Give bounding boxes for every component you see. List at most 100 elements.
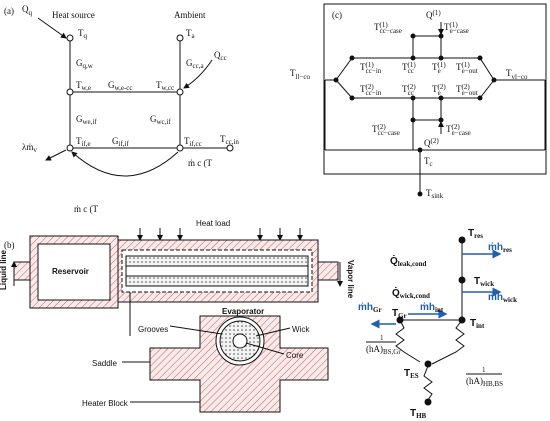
resistor-bs-gr bbox=[395, 319, 421, 363]
core-leader bbox=[245, 342, 285, 355]
label-gcca: Gcc,a bbox=[186, 58, 204, 70]
reservoir-inner bbox=[37, 243, 111, 301]
vapor-line-pipe bbox=[317, 261, 339, 281]
node-tvl-co bbox=[491, 77, 497, 83]
label-tccin: Tcc,in bbox=[220, 134, 239, 146]
label-tres: Tres bbox=[468, 228, 483, 240]
evaporator-core bbox=[125, 265, 309, 277]
label-tvl-co: Tvl−co bbox=[506, 68, 528, 81]
label-mh-gr: ṁhGr bbox=[358, 302, 382, 314]
reservoir-label: Reservoir bbox=[52, 267, 89, 276]
label-hA-hb-bs-num: 1 bbox=[482, 366, 486, 374]
node-te-out2 bbox=[477, 95, 483, 101]
label-q2: Q(2) bbox=[424, 137, 439, 148]
node-tq bbox=[66, 34, 74, 42]
label-mh-int: ṁhint bbox=[420, 302, 444, 314]
panel-a-label: (a) bbox=[4, 6, 14, 16]
node-tcc1 bbox=[410, 55, 416, 61]
heat-load-label: Heat load bbox=[196, 219, 230, 228]
heat-source-title: Heat source bbox=[52, 10, 95, 20]
node-tc bbox=[417, 147, 423, 153]
liquid-line-pipe bbox=[13, 261, 31, 281]
panel-c: (c) Q(1) T(1)cc−case T( bbox=[290, 3, 547, 200]
panel-b: (b) Heat load Reservoir Liquid line Vapo… bbox=[0, 219, 355, 413]
label-hA-hb-bs-den: (hA)HB,BS bbox=[466, 376, 503, 388]
label-q1: Q(1) bbox=[426, 9, 441, 20]
label-q-wick: Q̇wick,cond bbox=[392, 287, 430, 300]
label-tcc1: T(1)cc bbox=[402, 61, 416, 75]
label-tsink: Tsink bbox=[426, 188, 444, 200]
label-tes: TES bbox=[404, 368, 419, 380]
label-te-case1: T(1)e−case bbox=[444, 21, 469, 35]
evaporator-label: Evaporator bbox=[222, 307, 264, 316]
vapor-line-label: Vapor line bbox=[346, 260, 355, 299]
label-qcc: Qcc bbox=[214, 50, 227, 62]
label-mh-res: ṁhres bbox=[488, 242, 512, 254]
node-tcc-in1 bbox=[349, 55, 355, 61]
label-gweif: Gwe,if bbox=[76, 114, 97, 126]
panel-b-network: Tres ṁhres Q̇leak,cond Twick Q̇wick,cond… bbox=[358, 228, 517, 420]
heat-source-input-label: Qq bbox=[22, 4, 33, 17]
label-eq-e: ṁ c (T bbox=[74, 204, 99, 214]
core-circle bbox=[232, 333, 248, 349]
node-tcc-in2 bbox=[349, 95, 355, 101]
label-te-out2: T(2)e−out bbox=[456, 83, 478, 97]
vapor-arrow bbox=[45, 149, 67, 161]
label-te1: T(1)e bbox=[432, 61, 446, 75]
qcc-arrow bbox=[183, 59, 213, 89]
label-twcc: Tw,cc bbox=[156, 80, 174, 92]
panel-c-label: (c) bbox=[332, 10, 342, 20]
wire-lower-loop bbox=[335, 79, 495, 99]
node-tres bbox=[458, 236, 466, 244]
node-twe bbox=[66, 88, 74, 96]
node-tife bbox=[66, 144, 74, 152]
label-te2: T(2)e bbox=[432, 83, 446, 97]
node-tsink bbox=[417, 191, 423, 197]
label-tcc-case1: T(1)cc−case bbox=[374, 21, 402, 35]
wick-label: Wick bbox=[292, 325, 310, 334]
label-gwecc: Gw,e-cc bbox=[108, 80, 133, 92]
liquid-line-label: Liquid line bbox=[0, 249, 8, 290]
node-tll-co bbox=[333, 77, 339, 83]
return-flow-arrow bbox=[71, 151, 179, 177]
label-gwcif: Gwc,if bbox=[150, 114, 171, 126]
saddle-label: Saddle bbox=[92, 359, 117, 368]
node-twick bbox=[458, 276, 466, 284]
node-te-out1 bbox=[477, 55, 483, 61]
label-thb: THB bbox=[410, 408, 427, 420]
label-tife: Tif,e bbox=[76, 136, 91, 148]
label-tcc-in1: T(1)cc−in bbox=[360, 61, 382, 75]
node-tcc-case2 bbox=[410, 117, 416, 123]
node-te2 bbox=[438, 95, 444, 101]
case-box-2 bbox=[412, 97, 442, 121]
resistor-int-es bbox=[431, 319, 465, 365]
node-tcc-case1 bbox=[410, 33, 416, 39]
node-thb bbox=[424, 398, 432, 406]
node-ta bbox=[176, 34, 184, 42]
label-te-case2: T(2)e−case bbox=[446, 123, 471, 137]
grooves-leader bbox=[169, 325, 223, 335]
ambient-title: Ambient bbox=[174, 10, 206, 20]
heat-load-arrows bbox=[137, 228, 303, 241]
label-tint: Tint bbox=[470, 318, 485, 330]
core-label: Core bbox=[286, 351, 304, 360]
node-te1 bbox=[438, 55, 444, 61]
panel-a: (a) Qq Heat source Ambient Tq Ta Gq,w Gc… bbox=[4, 4, 239, 214]
node-tccin bbox=[226, 144, 234, 152]
label-tcc2: T(2)cc bbox=[402, 83, 416, 97]
node-tes bbox=[424, 360, 432, 368]
label-twick: Twick bbox=[474, 276, 494, 288]
label-twe: Tw,e bbox=[76, 80, 91, 92]
node-te-case1 bbox=[438, 33, 444, 39]
node-tint bbox=[458, 316, 466, 324]
label-hA-bs-gr-den: (hA)BS,Gr bbox=[366, 344, 401, 356]
label-gifif: Gif,if bbox=[112, 136, 129, 148]
grooves-label: Grooves bbox=[138, 325, 168, 334]
label-te-out1: T(1)e−out bbox=[456, 61, 478, 75]
label-tcc-case2: T(2)cc−case bbox=[372, 123, 400, 137]
node-tifcc bbox=[176, 144, 184, 152]
label-hA-bs-gr-num: 1 bbox=[380, 334, 384, 342]
wire-upper-loop bbox=[335, 57, 495, 81]
label-mh-wick: ṁhwick bbox=[488, 292, 517, 304]
